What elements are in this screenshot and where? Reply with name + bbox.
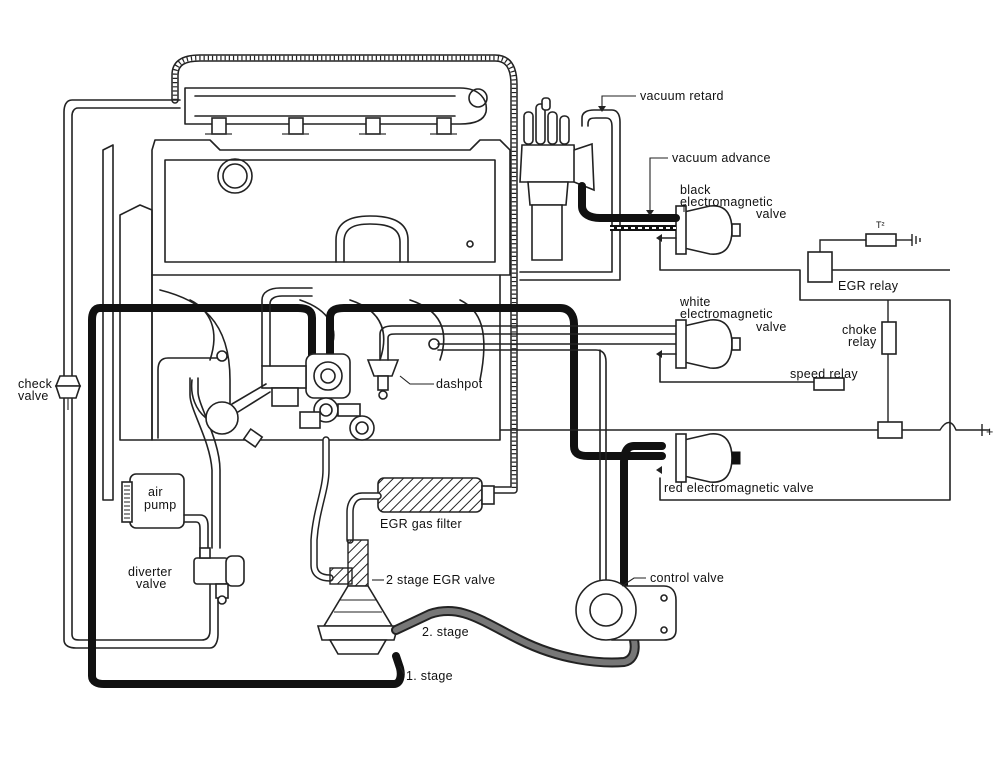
intake-manifold	[184, 87, 488, 135]
label-stage-1: 1. stage	[406, 669, 453, 683]
t2-switch	[865, 233, 897, 247]
label-black-valve-3: valve	[756, 207, 787, 221]
label-plus-terminal: +	[986, 425, 994, 439]
label-white-valve-3: valve	[756, 320, 787, 334]
control-valve	[575, 577, 677, 641]
label-speed-relay: speed relay	[790, 367, 858, 381]
label-dashpot: dashpot	[436, 377, 483, 391]
egr-gas-filter	[346, 477, 495, 544]
air-injection-pipe	[171, 54, 518, 494]
speed-relay-box	[813, 377, 845, 391]
label-black-valve-1: black	[680, 183, 711, 197]
label-white-valve-1: white	[679, 295, 711, 309]
choke-relay-box	[881, 321, 897, 355]
black-electromagnetic-valve	[578, 182, 951, 501]
check-valve-line	[54, 99, 219, 649]
label-choke-relay-1: choke	[842, 323, 877, 337]
label-check-valve-1: check	[18, 377, 53, 391]
engine-block	[102, 139, 511, 501]
label-t2: T²	[876, 220, 885, 230]
diverter-valve	[189, 377, 245, 605]
leader-lines	[372, 95, 668, 675]
white-valve-tubes	[379, 325, 677, 591]
label-egr-gas-filter: EGR gas filter	[380, 517, 462, 531]
label-diverter-valve-2: valve	[136, 577, 167, 591]
label-choke-relay-2: relay	[848, 335, 877, 349]
label-black-valve-2: electromagnetic	[680, 195, 773, 209]
label-control-valve: control valve	[650, 571, 724, 585]
label-diverter-valve-1: diverter	[128, 565, 172, 579]
label-stage-2: 2. stage	[422, 625, 469, 639]
main-vacuum-hose	[88, 304, 666, 688]
label-vacuum-retard: vacuum retard	[640, 89, 724, 103]
wiring	[500, 233, 990, 439]
carburettor	[157, 215, 434, 449]
label-air-pump-2: pump	[144, 498, 176, 512]
label-white-valve-2: electromagnetic	[680, 307, 773, 321]
egr-relay-box	[807, 251, 833, 283]
stage-2-hose	[391, 605, 640, 668]
label-egr-relay: EGR relay	[838, 279, 899, 293]
junction-box	[877, 421, 903, 439]
distributor	[519, 97, 621, 281]
label-red-valve: red electromagnetic valve	[664, 481, 814, 495]
white-electromagnetic-valve	[656, 319, 815, 383]
air-pump	[121, 473, 209, 561]
label-vacuum-advance: vacuum advance	[672, 151, 771, 165]
label-check-valve-2: valve	[18, 389, 49, 403]
label-air-pump-1: air	[148, 485, 163, 499]
label-two-stage-egr-valve: 2 stage EGR valve	[386, 573, 495, 587]
two-stage-egr-valve	[310, 436, 400, 655]
red-electromagnetic-valve	[612, 433, 741, 594]
labels: vacuum retard vacuum advance black elect…	[18, 89, 994, 683]
